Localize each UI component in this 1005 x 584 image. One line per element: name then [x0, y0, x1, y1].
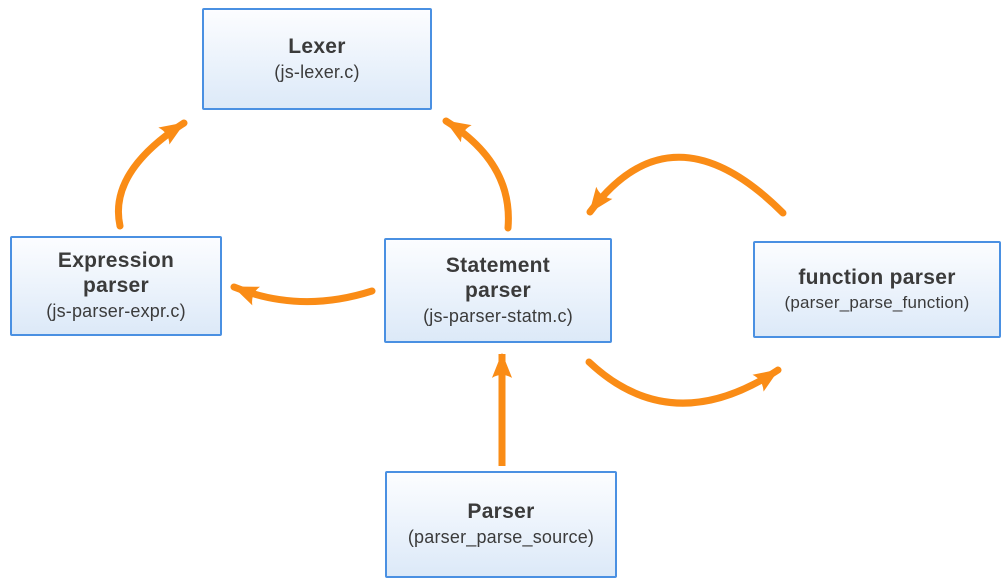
arrow-statement-parser-to-function-parser	[585, 358, 782, 407]
arrow-statement-parser-to-expression-parser	[230, 283, 376, 306]
node-statement-parser-title: Statement parser	[445, 253, 551, 302]
node-function-parser: function parser (parser_parse_function)	[753, 241, 1001, 338]
node-expression-parser-subtitle: (js-parser-expr.c)	[46, 301, 186, 322]
node-lexer-title: Lexer	[288, 34, 346, 58]
node-statement-parser-subtitle: (js-parser-statm.c)	[423, 305, 573, 326]
node-lexer: Lexer (js-lexer.c)	[202, 8, 432, 110]
node-lexer-subtitle: (js-lexer.c)	[274, 61, 360, 82]
arrow-function-parser-to-statement-parser	[586, 153, 787, 217]
node-function-parser-subtitle: (parser_parse_function)	[784, 293, 970, 313]
node-statement-parser: Statement parser (js-parser-statm.c)	[384, 238, 612, 343]
node-function-parser-title: function parser	[798, 265, 956, 289]
node-parser: Parser (parser_parse_source)	[385, 471, 617, 578]
node-parser-subtitle: (parser_parse_source)	[407, 527, 595, 548]
arrow-statement-parser-to-lexer	[442, 117, 512, 232]
arrow-expression-parser-to-lexer	[115, 119, 188, 230]
node-parser-title: Parser	[467, 500, 535, 524]
node-expression-parser: Expression parser (js-parser-expr.c)	[10, 236, 222, 336]
node-expression-parser-title: Expression parser	[57, 249, 175, 298]
